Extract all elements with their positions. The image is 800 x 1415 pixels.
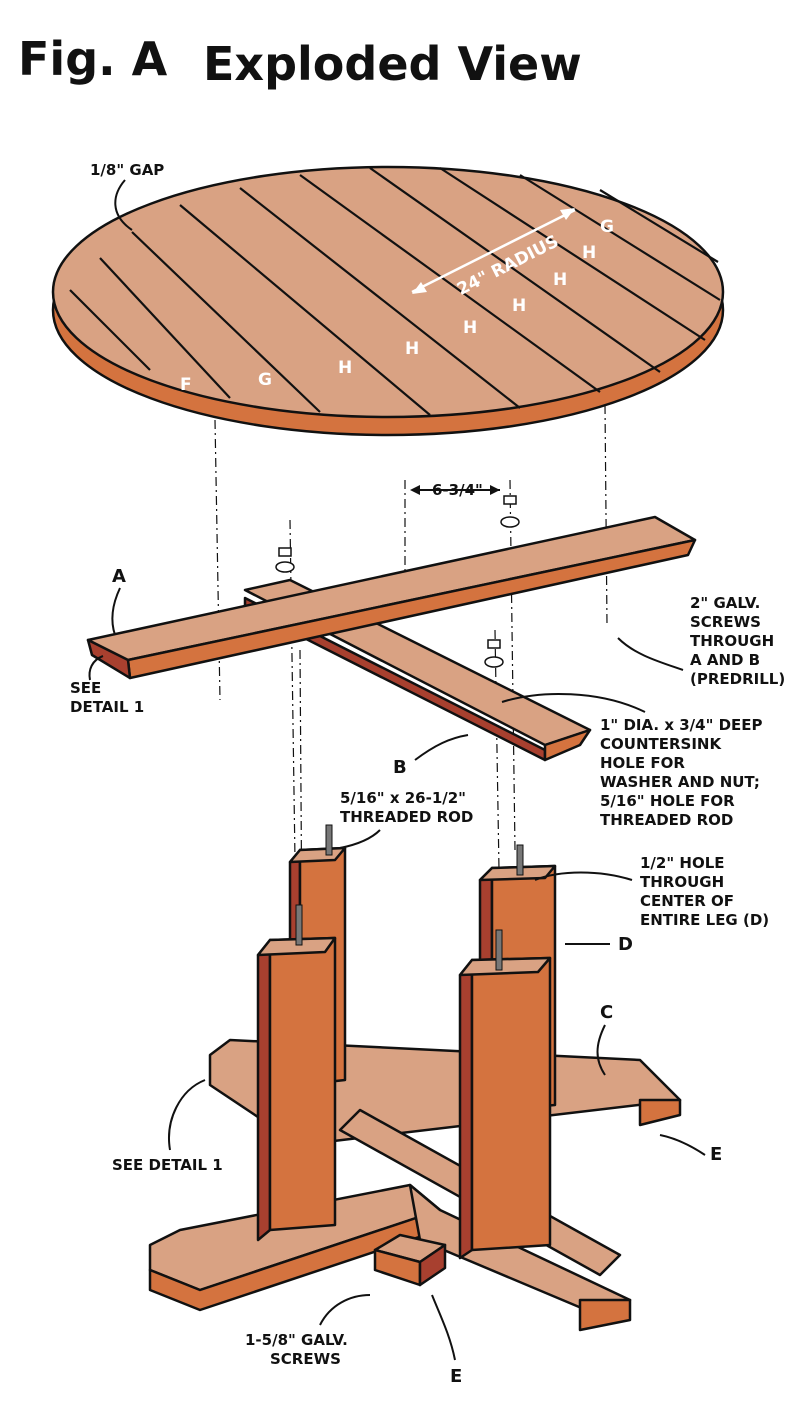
svg-text:HOLE FOR: HOLE FOR <box>600 754 685 772</box>
see-detail-label: SEE <box>70 679 101 697</box>
svg-text:THROUGH: THROUGH <box>690 632 774 650</box>
washers-and-nuts <box>275 495 520 668</box>
svg-text:1/2" HOLE: 1/2" HOLE <box>640 854 725 872</box>
rod-callout: 5/16" x 26-1/2" THREADED ROD <box>339 789 473 849</box>
slat-label: H <box>338 358 352 378</box>
svg-text:ENTIRE LEG (D): ENTIRE LEG (D) <box>640 911 769 929</box>
slat-label: H <box>463 318 477 338</box>
countersink-callout: 1" DIA. x 3/4" DEEP COUNTERSINK HOLE FOR… <box>501 693 763 829</box>
svg-text:2" GALV.: 2" GALV. <box>690 594 760 612</box>
part-a-label: A <box>112 566 126 587</box>
svg-text:WASHER AND NUT;: WASHER AND NUT; <box>600 773 760 791</box>
slat-label: G <box>258 370 272 390</box>
svg-text:CENTER OF: CENTER OF <box>640 892 734 910</box>
svg-text:5/16" x 26-1/2": 5/16" x 26-1/2" <box>340 789 466 807</box>
svg-text:THROUGH: THROUGH <box>640 873 724 891</box>
see-detail-label: DETAIL 1 <box>70 698 144 716</box>
slat-label: H <box>553 270 567 290</box>
tabletop: 24" RADIUS F G H H H H H H G <box>51 165 725 437</box>
part-c-label: C <box>600 1002 613 1023</box>
base-screws-label: 1-5/8" GALV. <box>245 1331 348 1349</box>
member-a <box>86 515 697 680</box>
slat-label: H <box>512 296 526 316</box>
slat-label: G <box>600 217 614 237</box>
leg-hole-callout: 1/2" HOLE THROUGH CENTER OF ENTIRE LEG (… <box>534 854 769 929</box>
screws-ab-callout: 2" GALV. SCREWS THROUGH A AND B (PREDRIL… <box>617 594 785 688</box>
slat-label: F <box>180 375 192 395</box>
svg-text:5/16" HOLE FOR: 5/16" HOLE FOR <box>600 792 735 810</box>
svg-text:THREADED ROD: THREADED ROD <box>340 808 473 826</box>
base-assembly <box>148 824 682 1332</box>
see-detail-label: SEE DETAIL 1 <box>112 1156 223 1174</box>
part-b-label: B <box>393 757 407 778</box>
part-e-label: E <box>450 1366 462 1387</box>
figure-title: Exploded View <box>203 37 582 91</box>
part-d-label: D <box>618 934 633 955</box>
svg-text:(PREDRILL): (PREDRILL) <box>690 670 785 688</box>
svg-text:SCREWS: SCREWS <box>690 613 761 631</box>
slat-label: H <box>405 339 419 359</box>
gap-label: 1/8" GAP <box>90 161 164 179</box>
svg-text:THREADED ROD: THREADED ROD <box>600 811 733 829</box>
slat-label: H <box>582 243 596 263</box>
svg-text:COUNTERSINK: COUNTERSINK <box>600 735 722 753</box>
svg-text:1" DIA. x 3/4" DEEP: 1" DIA. x 3/4" DEEP <box>600 716 763 734</box>
figure-number: Fig. A <box>18 32 168 86</box>
base-screws-label: SCREWS <box>270 1350 341 1368</box>
svg-text:A AND B: A AND B <box>690 651 760 669</box>
part-e-label: E <box>710 1144 722 1165</box>
offset-dimension: 6-3/4" <box>432 481 483 499</box>
